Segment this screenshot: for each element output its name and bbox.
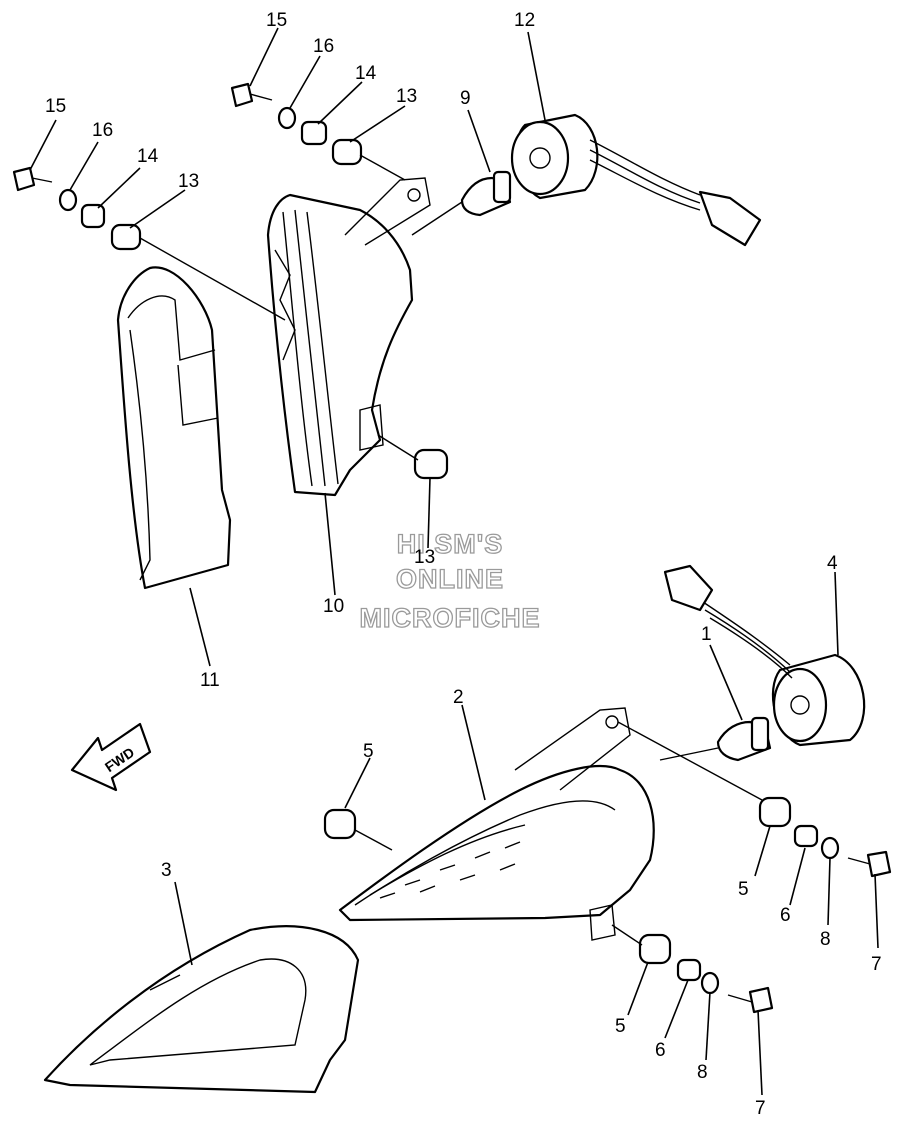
callout-15: 15 <box>266 10 287 31</box>
lower-alignment-lines <box>354 721 763 946</box>
callout-8: 8 <box>697 1062 708 1083</box>
callout-leaders <box>29 27 879 1096</box>
callout-16: 16 <box>313 36 334 57</box>
part-3-lens-cover <box>43 925 360 1094</box>
callout-6: 6 <box>780 905 791 926</box>
part-9-bulb <box>460 170 512 217</box>
callout-12: 12 <box>514 10 535 31</box>
upper-hardware <box>12 82 449 480</box>
callout-1: 1 <box>701 624 712 645</box>
watermark: HI SM'S ONLINE MICROFICHE <box>359 528 541 633</box>
callout-15: 15 <box>45 96 66 117</box>
callout-labels: 15 16 14 13 15 16 14 13 9 12 13 10 11 4 … <box>45 10 882 1119</box>
lower-hardware <box>323 796 892 1014</box>
watermark-line-3: MICROFICHE <box>360 603 541 633</box>
part-1-bulb <box>716 716 772 762</box>
callout-13: 13 <box>396 86 417 107</box>
callout-5: 5 <box>363 741 374 762</box>
part-12-socket-harness <box>510 113 762 247</box>
callout-4: 4 <box>827 553 838 574</box>
callout-16: 16 <box>92 120 113 141</box>
watermark-line-2: ONLINE <box>396 564 504 594</box>
callout-5: 5 <box>738 879 749 900</box>
callout-14: 14 <box>137 146 159 167</box>
callout-7: 7 <box>755 1098 766 1119</box>
watermark-line-1: HI SM'S <box>397 529 503 559</box>
callout-13: 13 <box>178 171 199 192</box>
callout-13: 13 <box>414 547 435 568</box>
part-4-socket-harness <box>663 564 866 747</box>
callout-10: 10 <box>323 596 344 617</box>
callout-8: 8 <box>820 929 831 950</box>
callout-7: 7 <box>871 954 882 975</box>
callout-3: 3 <box>161 860 172 881</box>
upper-alignment-lines <box>139 154 463 461</box>
part-2-light-housing <box>338 707 655 941</box>
callout-14: 14 <box>355 63 377 84</box>
part-11-lens-cover <box>116 266 232 590</box>
callout-9: 9 <box>460 88 471 109</box>
callout-6: 6 <box>655 1040 666 1061</box>
callout-11: 11 <box>200 670 220 691</box>
part-10-light-housing <box>266 177 431 497</box>
fwd-direction-arrow: FWD <box>70 722 152 792</box>
callout-5: 5 <box>615 1016 626 1037</box>
callout-2: 2 <box>453 687 464 708</box>
